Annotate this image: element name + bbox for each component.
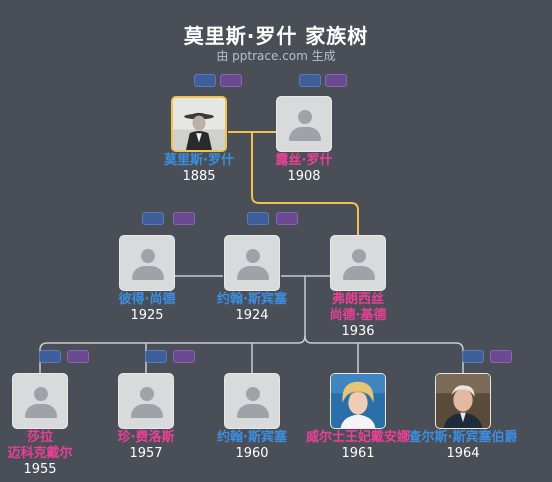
birth-year: 1960 (235, 446, 269, 461)
person-card-maurice[interactable]: 莫里斯·罗什 1885 (139, 96, 259, 185)
birth-year: 1908 (287, 169, 321, 184)
man-portrait-photo (435, 373, 491, 429)
default-person-icon (118, 373, 174, 429)
person-card-john-jr[interactable]: 约翰·斯宾塞 1960 (192, 373, 312, 462)
mother-link-badge[interactable] (173, 350, 195, 363)
mother-link-badge[interactable] (325, 74, 347, 87)
mother-link-badge[interactable] (173, 212, 195, 225)
mother-link-badge[interactable] (220, 74, 242, 87)
default-person-icon (119, 235, 175, 291)
birth-year: 1961 (341, 446, 375, 461)
person-name: 查尔斯·斯宾塞伯爵 (408, 430, 518, 445)
father-link-badge[interactable] (462, 350, 484, 363)
person-name: 威尔士王妃戴安娜 (305, 430, 410, 445)
child-drop-lines (39, 343, 464, 373)
birth-year: 1924 (235, 308, 269, 323)
birth-year: 1964 (446, 446, 480, 461)
father-link-badge[interactable] (145, 350, 167, 363)
default-person-icon (224, 235, 280, 291)
person-card-ruth[interactable]: 露丝·罗什 1908 (244, 96, 364, 185)
mother-link-badge[interactable] (490, 350, 512, 363)
woman-portrait-photo (330, 373, 386, 429)
birth-year: 1936 (341, 324, 375, 339)
person-name: 珍·费洛斯 (117, 430, 175, 445)
birth-year: 1885 (182, 169, 216, 184)
person-name: 约翰·斯宾塞 (217, 430, 287, 445)
birth-year: 1925 (130, 308, 164, 323)
person-card-charles[interactable]: 查尔斯·斯宾塞伯爵 1964 (403, 373, 523, 462)
default-person-icon (224, 373, 280, 429)
mother-link-badge[interactable] (67, 350, 89, 363)
person-card-john[interactable]: 约翰·斯宾塞 1924 (192, 235, 312, 324)
father-link-badge[interactable] (247, 212, 269, 225)
descent-line-highlight (251, 132, 359, 236)
man-with-hat-photo (171, 96, 227, 152)
person-card-diana[interactable]: 威尔士王妃戴安娜 1961 (298, 373, 418, 462)
person-card-peter[interactable]: 彼得·尚德 1925 (87, 235, 207, 324)
father-link-badge[interactable] (194, 74, 216, 87)
children-bus-line (39, 335, 464, 351)
person-name: 彼得·尚德 (118, 292, 176, 307)
person-name-line1: 弗朗西丝 (331, 292, 384, 307)
birth-year: 1955 (23, 462, 57, 477)
mother-link-badge[interactable] (276, 212, 298, 225)
birth-year: 1957 (129, 446, 163, 461)
page-subtitle: 由 pptrace.com 生成 (216, 49, 336, 63)
page-title: 莫里斯·罗什 家族树 (183, 24, 369, 48)
person-name-line2: 迈科克戴尔 (7, 446, 73, 461)
father-link-badge[interactable] (299, 74, 321, 87)
default-person-icon (276, 96, 332, 152)
person-name: 约翰·斯宾塞 (217, 292, 287, 307)
person-card-sarah[interactable]: 莎拉 迈科克戴尔 1955 (0, 373, 100, 478)
father-link-badge[interactable] (39, 350, 61, 363)
default-person-icon (330, 235, 386, 291)
person-name: 莫里斯·罗什 (164, 153, 234, 168)
person-card-frances[interactable]: 弗朗西丝 尚德·基德 1936 (298, 235, 418, 340)
person-name: 露丝·罗什 (275, 153, 333, 168)
father-link-badge[interactable] (142, 212, 164, 225)
person-card-jane[interactable]: 珍·费洛斯 1957 (86, 373, 206, 462)
default-person-icon (12, 373, 68, 429)
person-name-line2: 尚德·基德 (329, 308, 387, 323)
person-name-line1: 莎拉 (26, 430, 53, 445)
